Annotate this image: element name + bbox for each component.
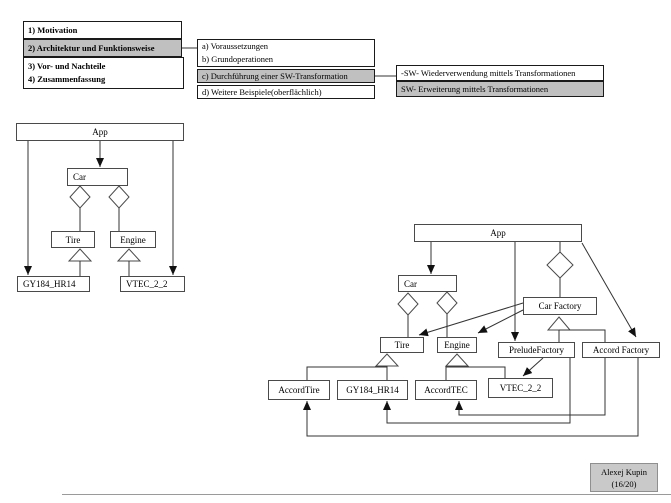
menu-item-motivation[interactable]: 1) Motivation: [23, 21, 182, 39]
menu-item-label: 4) Zusammenfassung: [28, 74, 106, 84]
submenu-item-weitere-beispiele[interactable]: d) Weitere Beispiele(oberflächlich): [197, 85, 375, 99]
menu-item-label: 2) Architektur und Funktionsweise: [28, 42, 155, 53]
right-engine-class: Engine: [437, 337, 477, 353]
menu-item-vor-nachteile-zusammenfassung[interactable]: 3) Vor- und Nachteile 4) Zusammenfassung: [23, 57, 184, 89]
carfactory-to-tire-arrow: [418, 302, 524, 337]
topic-sw-erweiterung: SW- Erweiterung mittels Transformationen: [396, 81, 604, 97]
footer-page-number: (16/20): [611, 478, 637, 489]
left-car-engine-aggregation-diamond: [108, 185, 130, 209]
right-car-engine-aggregation-diamond: [436, 291, 458, 315]
right-vtec-class: VTEC_2_2: [488, 378, 553, 398]
left-car-class: Car: [67, 168, 128, 186]
preludefactory-to-vtec-arrow: [522, 357, 544, 377]
footer-author-badge: Alexej Kupin (16/20): [590, 463, 658, 492]
submenu-item-label: a) Voraussetzungen: [202, 41, 269, 51]
menu-item-architektur[interactable]: 2) Architektur und Funktionsweise: [23, 39, 182, 57]
submenu-item-label: b) Grundoperationen: [202, 54, 274, 64]
left-car-tire-aggregation-diamond: [69, 185, 91, 209]
carfactory-inheritance-triangle: [546, 316, 572, 331]
right-app-to-accordfactory-arrow: [581, 242, 637, 338]
topic-label: -SW- Wiederverwendung mittels Transforma…: [401, 67, 576, 78]
right-app-carfactory-aggregation-diamond: [546, 251, 574, 279]
inheritance-branch-accordfactory: [559, 329, 606, 342]
submenu-item-label: d) Weitere Beispiele(oberflächlich): [202, 86, 322, 97]
left-engine-class: Engine: [110, 231, 156, 248]
right-car-class: Car: [398, 275, 457, 292]
left-vtec-class: VTEC_2_2: [120, 276, 185, 292]
right-tire-inheritance-triangle: [374, 353, 400, 367]
footer-author: Alexej Kupin: [600, 466, 648, 477]
submenu-item-durchfuehrung[interactable]: c) Durchführung einer SW-Transformation: [197, 69, 375, 83]
topic-label: SW- Erweiterung mittels Transformationen: [401, 83, 549, 94]
left-tire-inheritance-triangle: [67, 248, 93, 262]
accordtire-inheritance-line: [306, 366, 387, 380]
left-app-class: App: [16, 123, 184, 141]
left-engine-inheritance-triangle: [116, 248, 142, 262]
right-carfactory-class: Car Factory: [523, 297, 597, 315]
menu-item-label: 1) Motivation: [28, 24, 78, 35]
right-accordfactory-class: Accord Factory: [582, 342, 660, 358]
accordfactory-to-accordtire-arrow: [303, 358, 639, 437]
right-gy184-class: GY184_HR14: [337, 380, 408, 400]
submenu-item-label: c) Durchführung einer SW-Transformation: [202, 70, 348, 81]
right-tire-class: Tire: [380, 337, 424, 353]
right-car-tire-aggregation-diamond: [397, 292, 419, 316]
right-accordtire-class: AccordTire: [268, 380, 330, 400]
preludefactory-to-gy-arrow: [383, 358, 571, 424]
menu-item-label: 3) Vor- und Nachteile: [28, 61, 106, 71]
engine-subclasses-inheritance-line: [445, 366, 506, 380]
accordfactory-to-accordtec-arrow: [455, 358, 606, 416]
carfactory-to-engine-arrow: [477, 309, 524, 334]
right-app-class: App: [414, 224, 582, 242]
left-gy184-class: GY184_HR14: [17, 276, 90, 292]
left-tire-class: Tire: [51, 231, 95, 248]
right-preludefactory-class: PreludeFactory: [498, 342, 575, 358]
right-accordtec-class: AccordTEC: [415, 380, 477, 400]
submenu-item-voraussetzungen-grundoperationen[interactable]: a) Voraussetzungen b) Grundoperationen: [197, 39, 375, 67]
bottom-divider-line: [62, 494, 671, 495]
right-engine-inheritance-triangle: [444, 353, 470, 367]
topic-sw-wiederverwendung: -SW- Wiederverwendung mittels Transforma…: [396, 65, 604, 81]
